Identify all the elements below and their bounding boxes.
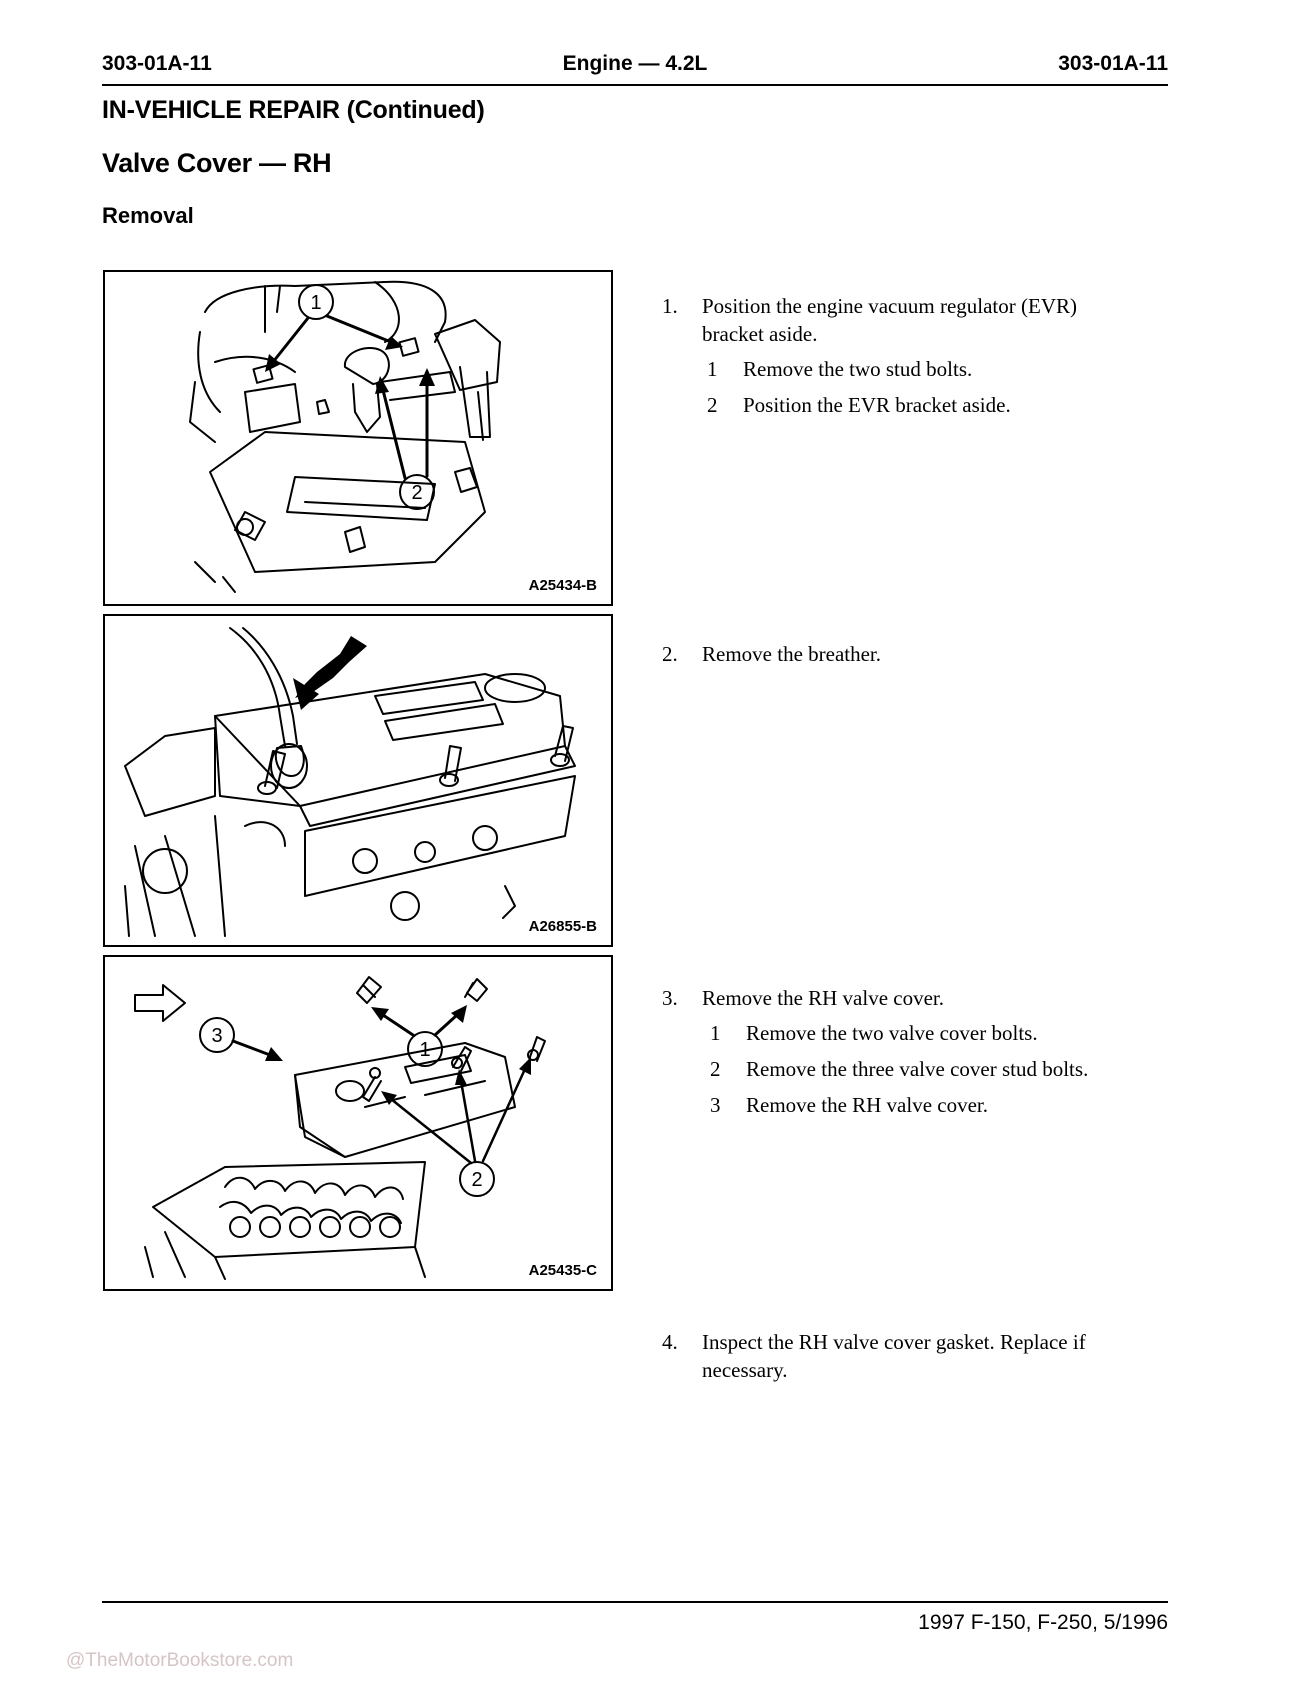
callout-2-label: 2 [411,482,422,504]
callout-1-label: 1 [419,1039,430,1061]
subsection-title: Removal [102,203,194,228]
step-number: 4. [662,1330,678,1354]
front-arrow-icon [134,984,186,1022]
figure-evr-bracket: 1 2 A25434-B [103,270,613,606]
callout-2-label: 2 [471,1169,482,1191]
step-number: 3. [662,986,678,1010]
substep-number: 2 [707,393,718,417]
header-section-number-right: 303-01A-11 [1058,52,1168,75]
step-text: Remove the breather. [702,642,882,666]
valve-cover-exploded-illustration: 3 1 2 [134,976,546,1280]
substep-text: Position the EVR bracket aside. [743,393,1011,417]
substep-number: 2 [710,1057,721,1081]
figure-code: A26855-B [528,918,597,935]
figure-breather: A26855-B [103,614,613,947]
footer-publication: 1997 F-150, F-250, 5/1996 [918,1611,1168,1634]
figure-valve-cover: 3 1 2 A25435-C [103,955,613,1291]
step-1: 1. Position the engine vacuum regulator … [662,292,1132,348]
header-title: Engine — 4.2L [562,52,708,75]
substep-text: Remove the two stud bolts. [743,357,973,381]
step-text: Remove the RH valve cover. [702,986,945,1010]
step-number: 2. [662,642,678,666]
page-header: 303-01A-11 Engine — 4.2L 303-01A-11 [102,52,1168,86]
step-text: Position the engine vacuum regulator (EV… [702,294,1077,346]
substep-number: 1 [710,1021,721,1045]
breather-illustration [124,627,576,937]
substep-text: Remove the two valve cover bolts. [746,1021,1038,1045]
watermark: @TheMotorBookstore.com [66,1650,294,1671]
step-4: 4. Inspect the RH valve cover gasket. Re… [662,1328,1142,1384]
callout-1-label: 1 [310,292,321,314]
header-section-number-left: 303-01A-11 [102,52,212,75]
substep-number: 3 [710,1093,721,1117]
substep-text: Remove the three valve cover stud bolts. [746,1057,1089,1081]
step-3: 3. Remove the RH valve cover. [662,984,1132,1012]
step-number: 1. [662,294,678,318]
substep-number: 1 [707,357,718,381]
evr-bracket-illustration: 1 2 [189,280,501,593]
callout-3-label: 3 [211,1025,222,1047]
procedure-title: Valve Cover — RH [102,148,332,178]
figure-code: A25435-C [528,1262,597,1279]
substep-text: Remove the RH valve cover. [746,1093,989,1117]
step-2: 2. Remove the breather. [662,640,1132,668]
figure-code: A25434-B [528,577,597,594]
page-footer: 1997 F-150, F-250, 5/1996 [102,1601,1168,1634]
step-text: Inspect the RH valve cover gasket. Repla… [702,1330,1086,1382]
section-title: IN-VEHICLE REPAIR (Continued) [102,96,485,124]
